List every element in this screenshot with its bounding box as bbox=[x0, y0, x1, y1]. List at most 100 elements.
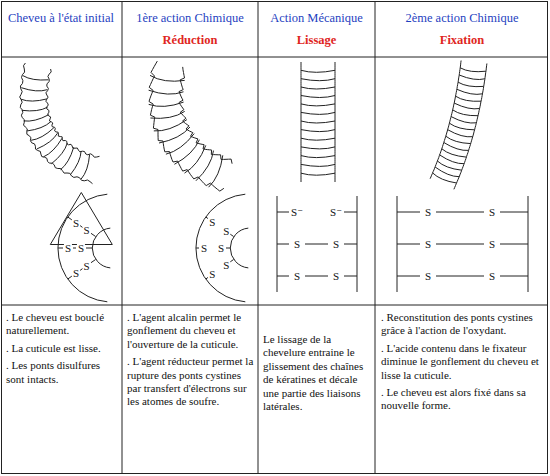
cuticle-scale bbox=[21, 88, 47, 91]
cuticle-scale bbox=[166, 134, 194, 155]
sulfur-atom: S⁻ bbox=[329, 206, 343, 218]
column-rule bbox=[375, 2, 376, 474]
cuticle-scale bbox=[44, 138, 62, 157]
cuticle-scale bbox=[150, 111, 184, 118]
bond-line bbox=[277, 244, 289, 245]
cuticle-scale bbox=[149, 90, 184, 94]
description-text: . Reconstitution des ponts cystines grâc… bbox=[381, 311, 543, 338]
column-rule bbox=[122, 2, 123, 474]
cuticle-scale bbox=[301, 156, 335, 158]
sulfur-atom: S bbox=[488, 238, 496, 250]
cuticle-scale bbox=[460, 68, 486, 72]
cuticle-scale bbox=[185, 145, 206, 173]
cuticle-scale bbox=[435, 167, 459, 177]
hair-strands bbox=[20, 61, 487, 192]
description-text: . Les ponts disulfures sont intacts. bbox=[6, 359, 118, 386]
sulfur-atom: S bbox=[77, 242, 85, 254]
keratin-chain bbox=[92, 228, 110, 268]
sulfur-atom: S bbox=[332, 238, 340, 250]
cuticle-scale bbox=[456, 96, 482, 101]
cuticle-scale bbox=[301, 173, 335, 175]
bond-line bbox=[397, 244, 420, 245]
cuticle-scale bbox=[453, 110, 478, 116]
description-text: . L'agent alcalin permet le gonflement d… bbox=[127, 311, 254, 351]
cuticle-scale bbox=[457, 89, 483, 94]
hair-edge bbox=[149, 61, 224, 191]
sulfur-atom: S bbox=[424, 270, 432, 282]
sulfur-atom: S bbox=[293, 238, 301, 250]
bond-line bbox=[344, 244, 357, 245]
description-text: . Le cheveu est alors fixé dans sa nouve… bbox=[381, 386, 543, 413]
bond-line bbox=[500, 244, 528, 245]
cuticle-scale bbox=[209, 155, 223, 187]
sulfur-atom: S bbox=[217, 242, 225, 254]
cuticle-scale bbox=[446, 136, 471, 143]
cuticle-scale bbox=[301, 121, 335, 123]
description-text: . La cuticule est lisse. bbox=[6, 342, 118, 355]
cuticle-scale bbox=[301, 70, 335, 72]
sulfur-atom: S bbox=[208, 268, 216, 280]
sulfur-atom: S bbox=[488, 270, 496, 282]
cuticle-scale bbox=[81, 155, 90, 180]
cuticle-scale bbox=[454, 103, 479, 109]
cuticle-scale bbox=[149, 102, 184, 106]
description-text: . L'acide contenu dans le fixateur dimin… bbox=[381, 342, 543, 382]
cuticle-scale bbox=[27, 122, 51, 132]
bond-line bbox=[305, 276, 328, 277]
step-name: Lissage bbox=[260, 30, 373, 50]
bond-line bbox=[58, 248, 63, 249]
column-rule bbox=[258, 2, 259, 474]
cuticle-scale bbox=[459, 75, 485, 80]
cuticle-scale bbox=[301, 96, 335, 98]
row-rule bbox=[2, 305, 548, 306]
sulfur-atom: S bbox=[200, 242, 208, 254]
step-name: Réduction bbox=[124, 30, 256, 50]
description-text: . L'agent réducteur permet la rupture de… bbox=[127, 355, 254, 409]
cuticle-scale bbox=[440, 155, 465, 164]
cuticle-scale bbox=[52, 143, 68, 164]
cuticle-scale bbox=[24, 115, 49, 121]
bond-line bbox=[230, 234, 233, 236]
bond-line bbox=[277, 212, 289, 213]
bond-line bbox=[397, 276, 420, 277]
bond-line bbox=[230, 260, 233, 262]
sulfur-atom: S⁻ bbox=[290, 206, 304, 218]
cuticle-scale bbox=[301, 164, 335, 166]
sulfur-atom: S bbox=[222, 225, 230, 237]
sulfur-atom: S bbox=[83, 260, 91, 272]
cuticle-scale bbox=[451, 117, 476, 123]
sulfur-atom: S bbox=[424, 238, 432, 250]
cuticle-scale bbox=[301, 87, 335, 89]
bond-line bbox=[500, 276, 528, 277]
cuticle-scale bbox=[174, 140, 199, 165]
bond-line bbox=[436, 276, 484, 277]
sulfur-atom: S bbox=[64, 242, 72, 254]
bond-line bbox=[86, 248, 92, 249]
cuticle-scale bbox=[70, 151, 81, 175]
sulfur-atom: S bbox=[332, 270, 340, 282]
cuticle-scale bbox=[159, 127, 190, 143]
cuticle-scale bbox=[196, 151, 214, 181]
cuticle-scale bbox=[61, 147, 74, 169]
bond-line bbox=[397, 212, 420, 213]
hair-edge bbox=[179, 67, 232, 164]
bond-line bbox=[196, 248, 199, 249]
description-text: Le lissage de la chevelure entraine le g… bbox=[263, 333, 371, 413]
highlight-triangle bbox=[50, 193, 112, 245]
keratin-chain bbox=[58, 194, 107, 302]
sulfur-atom: S bbox=[222, 259, 230, 271]
bond-line bbox=[344, 212, 357, 213]
sulfur-atom: S bbox=[424, 206, 432, 218]
hair-edge bbox=[20, 63, 93, 184]
bond-line bbox=[73, 248, 76, 249]
sulfur-atom: S bbox=[208, 216, 216, 228]
step-name: Fixation bbox=[377, 30, 547, 50]
cuticle-scale bbox=[444, 143, 469, 151]
sulfur-atom: S bbox=[72, 217, 80, 229]
cuticle-scale bbox=[37, 133, 58, 149]
cuticle-scale bbox=[448, 130, 473, 137]
cuticle-scale bbox=[301, 104, 335, 106]
sulfur-atom: S bbox=[293, 270, 301, 282]
description-text: . Le cheveu est bouclé naturellement. bbox=[6, 311, 118, 338]
